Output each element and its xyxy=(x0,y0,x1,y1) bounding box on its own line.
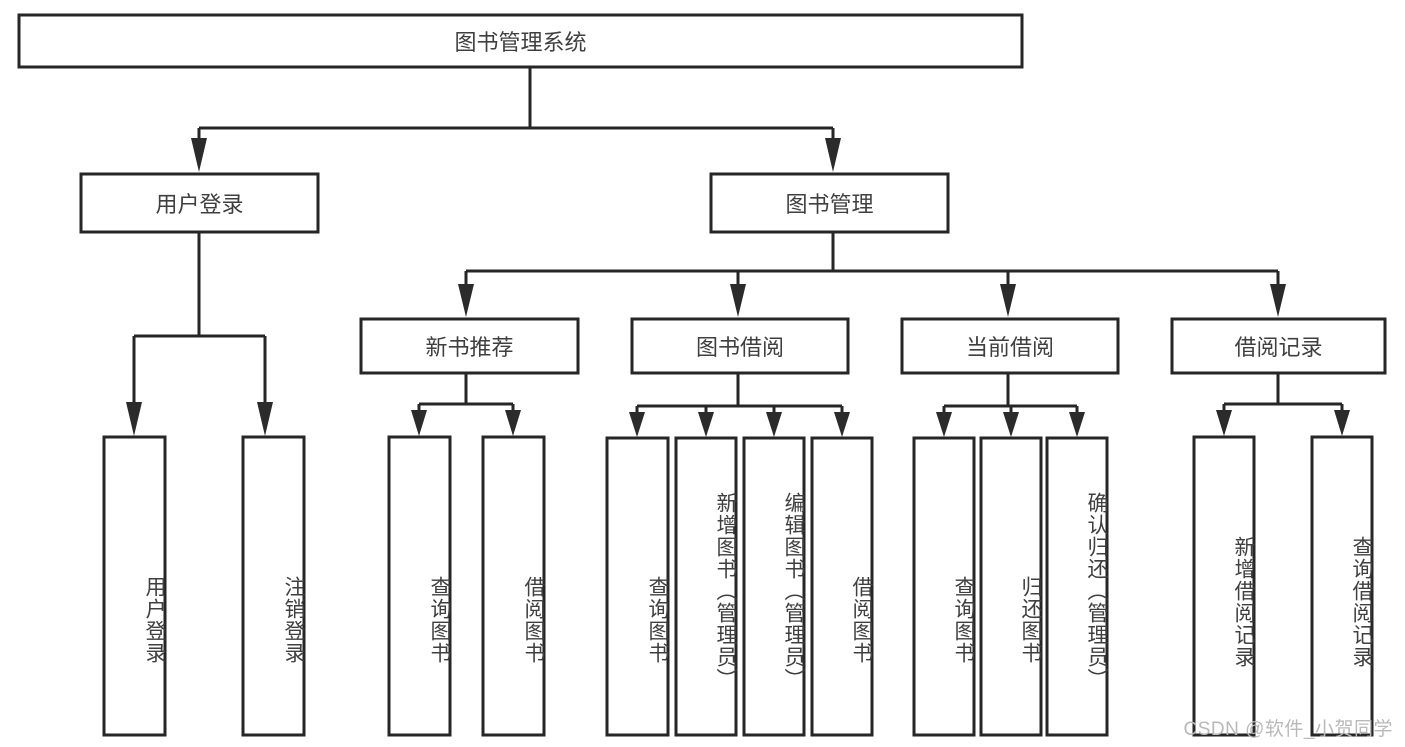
arrowhead-leaf-query-book-1 xyxy=(411,410,427,436)
arrowhead-book-borrow xyxy=(730,284,746,317)
node-current-borrow-box[interactable] xyxy=(900,317,1120,375)
node-new-book-recommend-box[interactable] xyxy=(359,317,580,375)
arrowhead-leaf-add-book xyxy=(698,412,714,437)
node-user-login-box[interactable] xyxy=(79,172,320,234)
arrowhead-leaf-user-login xyxy=(126,402,142,436)
node-leaf-user-logout-box[interactable] xyxy=(241,435,306,737)
node-book-manage-box[interactable] xyxy=(709,172,950,234)
arrowhead-book-manage xyxy=(825,138,841,172)
arrowhead-leaf-user-logout xyxy=(257,402,273,436)
arrowhead-user-login xyxy=(191,138,207,172)
arrowhead-leaf-query-record xyxy=(1334,410,1350,436)
arrowhead-leaf-query-book-2 xyxy=(629,412,645,437)
arrowhead-new-book-recommend xyxy=(458,284,474,317)
node-leaf-borrow-book-1-box[interactable] xyxy=(481,435,546,737)
arrowhead-leaf-add-record xyxy=(1216,410,1232,436)
node-leaf-borrow-book-2-box[interactable] xyxy=(810,436,874,737)
node-leaf-return-book-box[interactable] xyxy=(979,436,1043,737)
node-leaf-confirm-return-box[interactable] xyxy=(1045,436,1109,737)
arrowhead-leaf-borrow-book-2 xyxy=(834,412,850,437)
arrowhead-leaf-confirm-return xyxy=(1069,412,1085,437)
node-leaf-user-login-box[interactable] xyxy=(102,435,167,737)
node-leaf-query-book-2-box[interactable] xyxy=(605,436,670,737)
csdn-watermark: CSDN @软件_小贺同学 xyxy=(1183,719,1393,740)
arrowhead-borrow-record xyxy=(1270,284,1286,317)
node-leaf-query-book-1-box[interactable] xyxy=(387,435,452,737)
arrowhead-leaf-query-book-3 xyxy=(936,412,952,437)
node-borrow-record-box[interactable] xyxy=(1170,317,1387,375)
node-leaf-add-record-box[interactable] xyxy=(1192,435,1256,737)
arrowhead-leaf-return-book xyxy=(1003,412,1019,437)
node-root-box[interactable] xyxy=(17,13,1024,69)
node-leaf-query-record-box[interactable] xyxy=(1310,435,1374,737)
arrowhead-leaf-edit-book xyxy=(766,412,782,437)
node-leaf-add-book-box[interactable] xyxy=(674,436,738,737)
arrowhead-current-borrow xyxy=(1000,284,1016,317)
node-book-borrow-box[interactable] xyxy=(630,317,850,375)
arrowhead-leaf-borrow-book-1 xyxy=(505,410,521,436)
node-leaf-edit-book-box[interactable] xyxy=(742,436,806,737)
node-leaf-query-book-3-box[interactable] xyxy=(912,436,976,737)
